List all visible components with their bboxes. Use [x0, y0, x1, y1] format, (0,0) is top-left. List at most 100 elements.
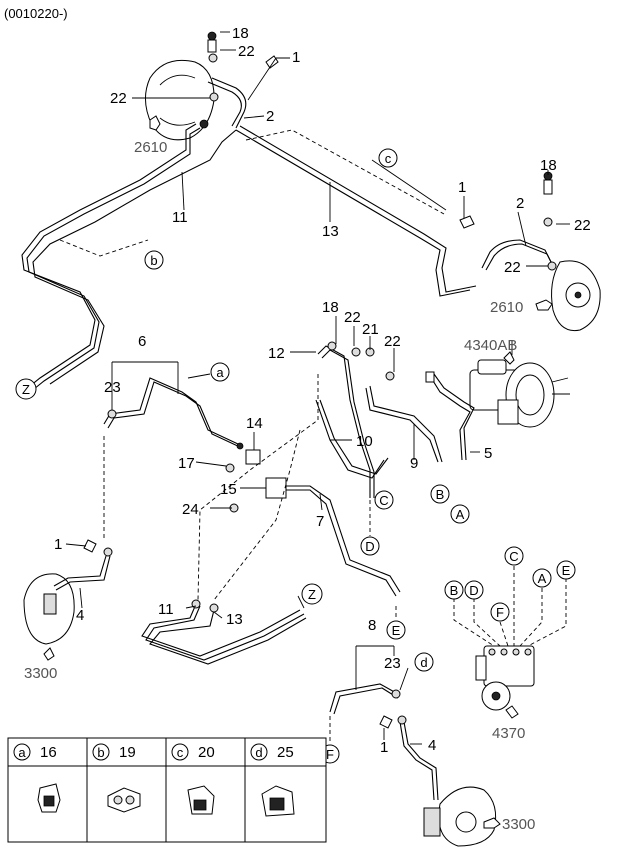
- label-e-center: E: [392, 623, 401, 638]
- label-7: 7: [316, 513, 324, 530]
- circle-z-top: [15, 378, 37, 400]
- label-z-top: Z: [22, 382, 30, 397]
- label-22-center-b: 22: [384, 333, 401, 350]
- label-3300-right: 3300: [502, 816, 535, 833]
- pipes-12-10-9-5: [315, 341, 475, 498]
- label-22-top: 22: [238, 43, 255, 60]
- label-3300-left: 3300: [24, 665, 57, 682]
- label-24: 24: [182, 501, 199, 518]
- abs-port-leaders: [453, 566, 567, 647]
- svg-text:d: d: [255, 745, 262, 760]
- dash-15-to-13: [213, 429, 301, 601]
- pipe-6-23: [103, 377, 244, 450]
- label-11-lower: 11: [158, 601, 174, 618]
- label-18-right: 18: [540, 157, 557, 174]
- label-1-lower: 1: [380, 739, 388, 756]
- junction-block-14-15: [225, 449, 287, 513]
- label-2-right: 2: [516, 195, 524, 212]
- front-left-hose: [199, 31, 279, 129]
- leader-lines: [65, 31, 570, 745]
- label-z-lower: Z: [308, 587, 316, 602]
- label-22-right-a: 22: [574, 217, 591, 234]
- legend-item-c: c 20: [171, 743, 215, 815]
- label-d-lower: d: [420, 655, 427, 670]
- circle-z-lower: [301, 583, 323, 605]
- label-f-abs: F: [496, 605, 504, 620]
- clip-c-dashed-leader: [245, 129, 445, 215]
- label-1-left: 1: [54, 536, 62, 553]
- label-a-center: a: [216, 365, 224, 380]
- label-13-lower: 13: [226, 611, 243, 628]
- label-4340ab: 4340AB: [464, 337, 517, 354]
- label-18-top: 18: [232, 25, 249, 42]
- label-13-top: 13: [322, 223, 339, 240]
- circle-e-abs: [556, 560, 576, 580]
- label-12: 12: [268, 345, 285, 362]
- pipe-8-23: [329, 683, 401, 715]
- svg-text:19: 19: [119, 744, 136, 761]
- circle-d-lower: [414, 652, 434, 672]
- svg-text:b: b: [97, 745, 104, 760]
- label-22-center-a: 22: [344, 309, 361, 326]
- label-b: b: [150, 253, 157, 268]
- label-2-top: 2: [266, 108, 274, 125]
- pipe-11-13-left: [21, 123, 477, 390]
- svg-text:a: a: [18, 745, 26, 760]
- circle-c-top: [378, 148, 398, 168]
- abs-hydraulic-unit-4370: [475, 645, 535, 711]
- label-21: 21: [362, 321, 379, 338]
- circle-c-center: [374, 490, 394, 510]
- label-8: 8: [368, 617, 376, 634]
- legend-item-d: d 25: [250, 743, 295, 817]
- label-a-abs: A: [538, 571, 547, 586]
- circle-c-abs: [504, 546, 524, 566]
- pipe-7: [286, 485, 401, 597]
- label-4-lower: 4: [428, 737, 436, 754]
- label-6: 6: [138, 333, 146, 350]
- rear-right-disc-3300: [379, 715, 497, 847]
- label-d-abs: D: [469, 583, 478, 598]
- circle-a-center: [210, 362, 230, 382]
- label-4370: 4370: [492, 725, 525, 742]
- circle-e-center: [386, 620, 406, 640]
- svg-text:16: 16: [40, 744, 57, 761]
- diagram-code: (0010220-): [4, 6, 68, 21]
- pipe-11-13-lower: [141, 599, 307, 665]
- label-22-left: 22: [110, 90, 127, 107]
- svg-text:25: 25: [277, 744, 294, 761]
- label-c-center: C: [379, 493, 388, 508]
- label-15: 15: [220, 481, 237, 498]
- rear-right-disc: [551, 260, 601, 332]
- label-2610-right: 2610: [490, 299, 523, 316]
- label-d-center: D: [365, 539, 374, 554]
- label-f-lower: F: [326, 747, 334, 762]
- circle-a-abs: [532, 568, 552, 588]
- circle-a-right: [450, 504, 470, 524]
- circle-f-abs: [490, 602, 510, 622]
- circle-d-center: [360, 536, 380, 556]
- svg-text:c: c: [177, 745, 184, 760]
- label-e-abs: E: [562, 563, 571, 578]
- label-18-center: 18: [322, 299, 339, 316]
- label-b-abs: B: [450, 583, 459, 598]
- label-9: 9: [410, 455, 418, 472]
- svg-text:20: 20: [198, 744, 215, 761]
- label-10: 10: [356, 433, 373, 450]
- label-a-right: A: [456, 507, 465, 522]
- label-c-top: c: [385, 151, 392, 166]
- label-23-left: 23: [104, 379, 121, 396]
- label-1-top: 1: [292, 49, 300, 66]
- label-1-right: 1: [458, 179, 466, 196]
- pointer-hands: [43, 115, 553, 829]
- clip-legend-table: a 16 b 19 c 20 d 25: [7, 737, 327, 843]
- label-5: 5: [484, 445, 492, 462]
- label-c-abs: C: [509, 549, 518, 564]
- circle-b-center: [430, 484, 450, 504]
- legend-item-b: b 19: [92, 743, 141, 813]
- label-23-lower: 23: [384, 655, 401, 672]
- label-17: 17: [178, 455, 195, 472]
- label-14: 14: [246, 415, 263, 432]
- legend-item-a: a 16: [13, 743, 61, 813]
